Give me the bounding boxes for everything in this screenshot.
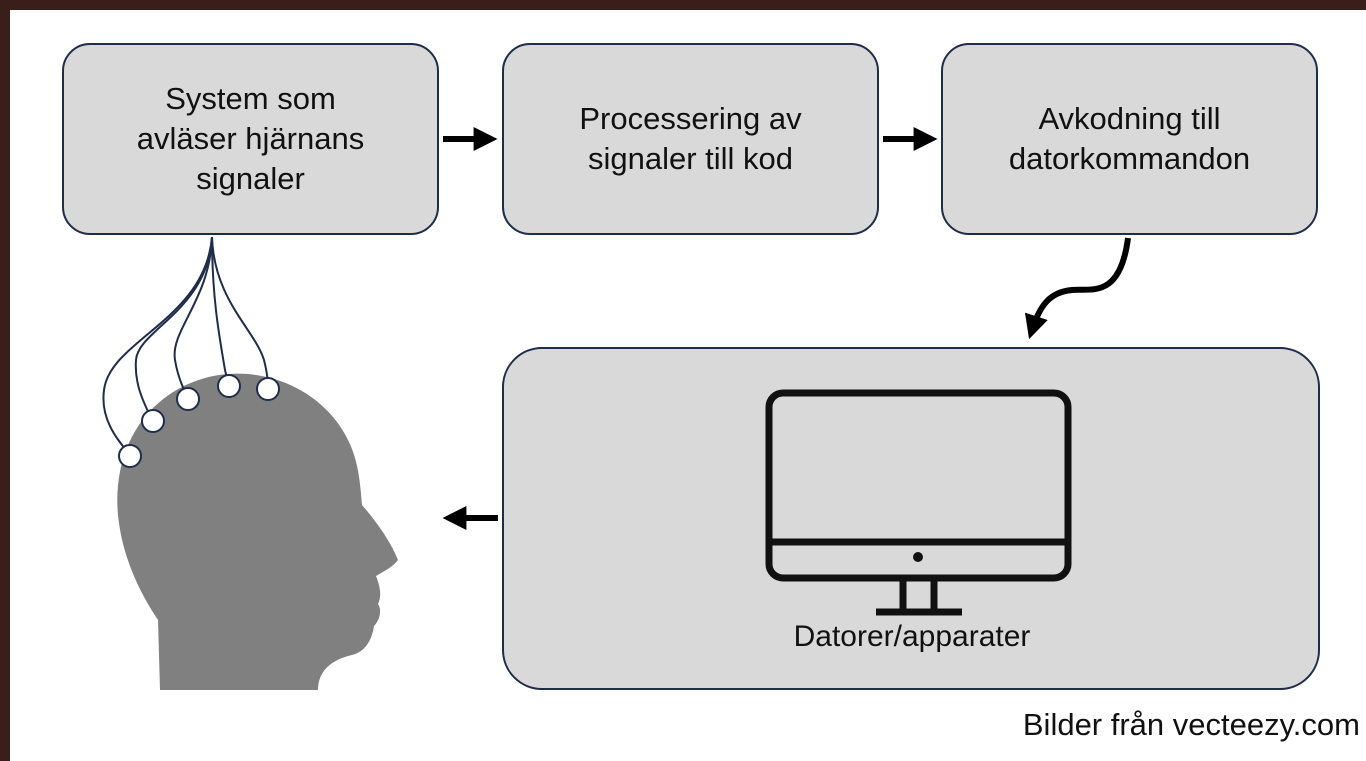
electrode-icon [118,444,142,468]
decoding-label: Avkodning till datorkommandon [1008,100,1251,176]
signal-processing-box: Processering av signaler till kod [502,43,879,235]
decoding-box: Avkodning till datorkommandon [941,43,1318,235]
electrode-icon [217,374,241,398]
electrodes [118,374,280,468]
arrow-3-to-4 [1024,237,1131,340]
signal-reading-system-box: System som avläser hjärnans signaler [62,43,439,235]
electrode-icon [256,377,280,401]
electrode-icon [141,409,165,433]
devices-label: Datorer/apparater [793,620,1031,653]
devices-box [502,347,1320,690]
head-silhouette-icon [117,373,399,690]
signal-processing-label: Processering av signaler till kod [579,100,802,176]
electrode-icon [176,387,200,411]
image-credit: Bilder från vecteezy.com [1022,707,1360,742]
monitor-icon [765,389,1072,616]
signal-reading-system-label: System som avläser hjärnans signaler [136,80,365,197]
